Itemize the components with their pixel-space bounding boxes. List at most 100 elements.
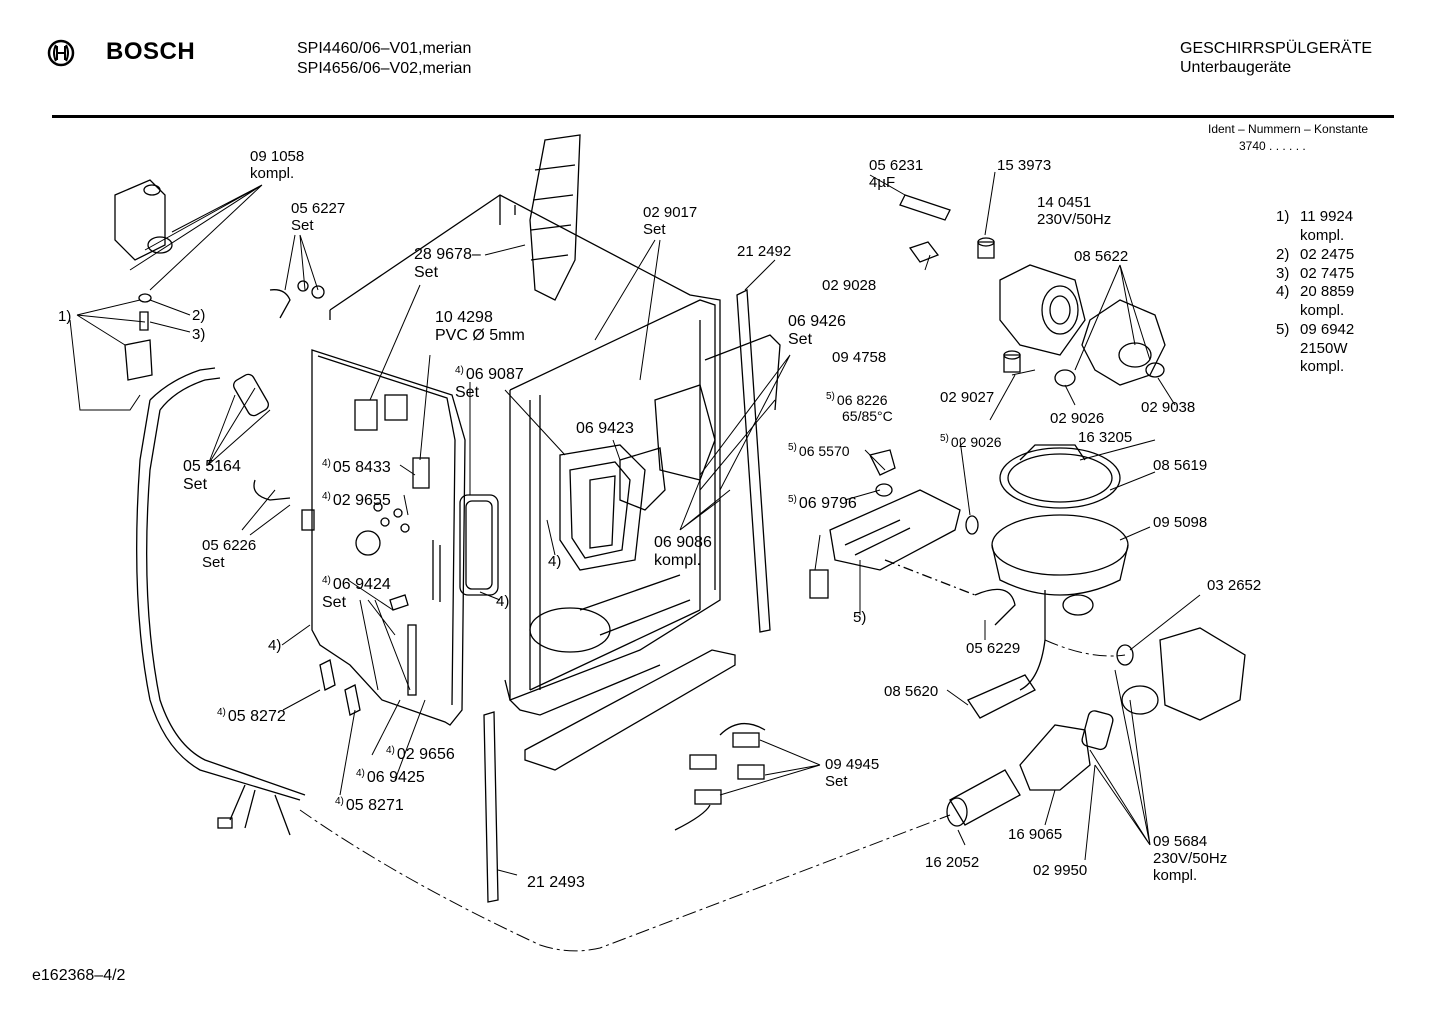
heater-unit [809, 449, 961, 599]
part-label-2a: 2) [192, 307, 206, 324]
part-label-1a: 1) [58, 308, 72, 325]
part-label-029026: 5)02 9026 [940, 433, 1002, 450]
part-label-032652: 03 2652 [1207, 577, 1262, 594]
footnote-text: 20 8859 [1300, 283, 1355, 300]
part-label-058271: 4)05 8271 [335, 796, 404, 814]
vent-hose [704, 334, 781, 411]
detergent-dispenser [559, 444, 646, 571]
footnote-text: kompl. [1300, 358, 1345, 375]
side-gasket [736, 288, 771, 633]
cable-harness [674, 723, 766, 831]
part-label-212492: 21 2492 [737, 243, 792, 260]
vent-cover [654, 384, 716, 481]
part-label-094758: 09 4758 [832, 349, 887, 366]
header-rule [52, 115, 1394, 118]
part-label-069425: 4)06 9425 [356, 768, 425, 786]
part-label-4a: 4) [548, 553, 562, 570]
part-label-169065: 16 9065 [1008, 826, 1063, 843]
dashed-link-bottom [299, 809, 951, 952]
brand-name: BOSCH [106, 38, 196, 65]
pump-hose [974, 588, 1016, 626]
footnote-text: 09 6942 [1300, 321, 1355, 338]
ident-label: Ident – Nummern – Konstante [1208, 122, 1369, 136]
part-label-153973: 15 3973 [997, 157, 1052, 174]
footnote-text: 11 9924 [1300, 208, 1354, 225]
drain-hose [149, 367, 216, 401]
bosch-armature-icon [47, 39, 75, 67]
part-label-085620: 08 5620 [884, 683, 939, 700]
inlet-valve [114, 179, 173, 381]
part-label-056229: 05 6229 [966, 640, 1021, 657]
part-label-289678: 28 9678–Set [414, 246, 481, 281]
part-label-029028: 02 9028 [822, 277, 877, 294]
part-label-069796: 5)06 9796 [788, 494, 857, 512]
part-label-4c: 4) [496, 593, 510, 610]
pump-housing [1081, 299, 1166, 386]
part-label-4b: 4) [268, 637, 282, 654]
part-label-085622: 08 5622 [1074, 248, 1129, 265]
hose-set [233, 373, 269, 417]
footnote-num: 1) [1276, 208, 1290, 225]
door-lock [412, 457, 430, 489]
drain-pipe [967, 674, 1036, 719]
part-label-029656: 4)02 9656 [386, 745, 455, 763]
part-label-029027: 02 9027 [940, 389, 995, 406]
part-label-162052: 16 2052 [925, 854, 980, 871]
tub-body [329, 194, 736, 771]
footnote-text: 2150W [1300, 340, 1348, 357]
drain-pump [1116, 627, 1246, 721]
footnote-text: 02 7475 [1300, 265, 1355, 282]
footnote-num: 5) [1276, 321, 1290, 338]
footnote-num: 3) [1276, 265, 1290, 282]
model-line-2: SPI4656/06–V02,merian [297, 60, 472, 77]
part-label-029950: 02 9950 [1033, 862, 1088, 879]
door-panel [301, 349, 466, 726]
circulation-pump [999, 264, 1086, 356]
leader-lines [69, 171, 1201, 876]
drain-tube [949, 769, 1021, 826]
part-label-095098: 09 5098 [1153, 514, 1208, 531]
clip-part [908, 241, 940, 263]
part-label-065570: 5)06 5570 [788, 442, 850, 459]
part-label-029038: 02 9038 [1141, 399, 1196, 416]
part-label-163205: 16 3205 [1078, 429, 1133, 446]
bosch-logo [46, 38, 76, 68]
seal-frame [459, 494, 499, 596]
ident-value: 3740 . . . . . . [1239, 139, 1306, 153]
category-title: GESCHIRRSPÜLGERÄTE [1180, 40, 1373, 57]
part-label-212493: 21 2493 [527, 874, 585, 891]
door-switch [319, 659, 336, 691]
sump-assembly [991, 444, 1129, 691]
footnote-text: kompl. [1300, 227, 1345, 244]
part-label-069423: 06 9423 [576, 420, 634, 437]
part-label-029655: 4)02 9655 [322, 491, 391, 509]
footnote-text: kompl. [1300, 302, 1345, 319]
bottom-gasket [483, 711, 499, 903]
subcategory-title: Unterbaugeräte [1180, 59, 1292, 76]
footnote-num: 4) [1276, 283, 1290, 300]
part-label-5a: 5) [853, 609, 867, 626]
part-label-085619: 08 5619 [1153, 457, 1208, 474]
top-strip [529, 134, 581, 301]
part-label-3a: 3) [192, 326, 206, 343]
document-id: e162368–4/2 [32, 967, 126, 984]
part-label-058272: 4)05 8272 [217, 707, 286, 725]
footnote-num: 2) [1276, 246, 1290, 263]
footnote-text: 02 2475 [1300, 246, 1355, 263]
model-line-1: SPI4460/06–V01,merian [297, 40, 472, 57]
pump-connector [1019, 724, 1091, 791]
